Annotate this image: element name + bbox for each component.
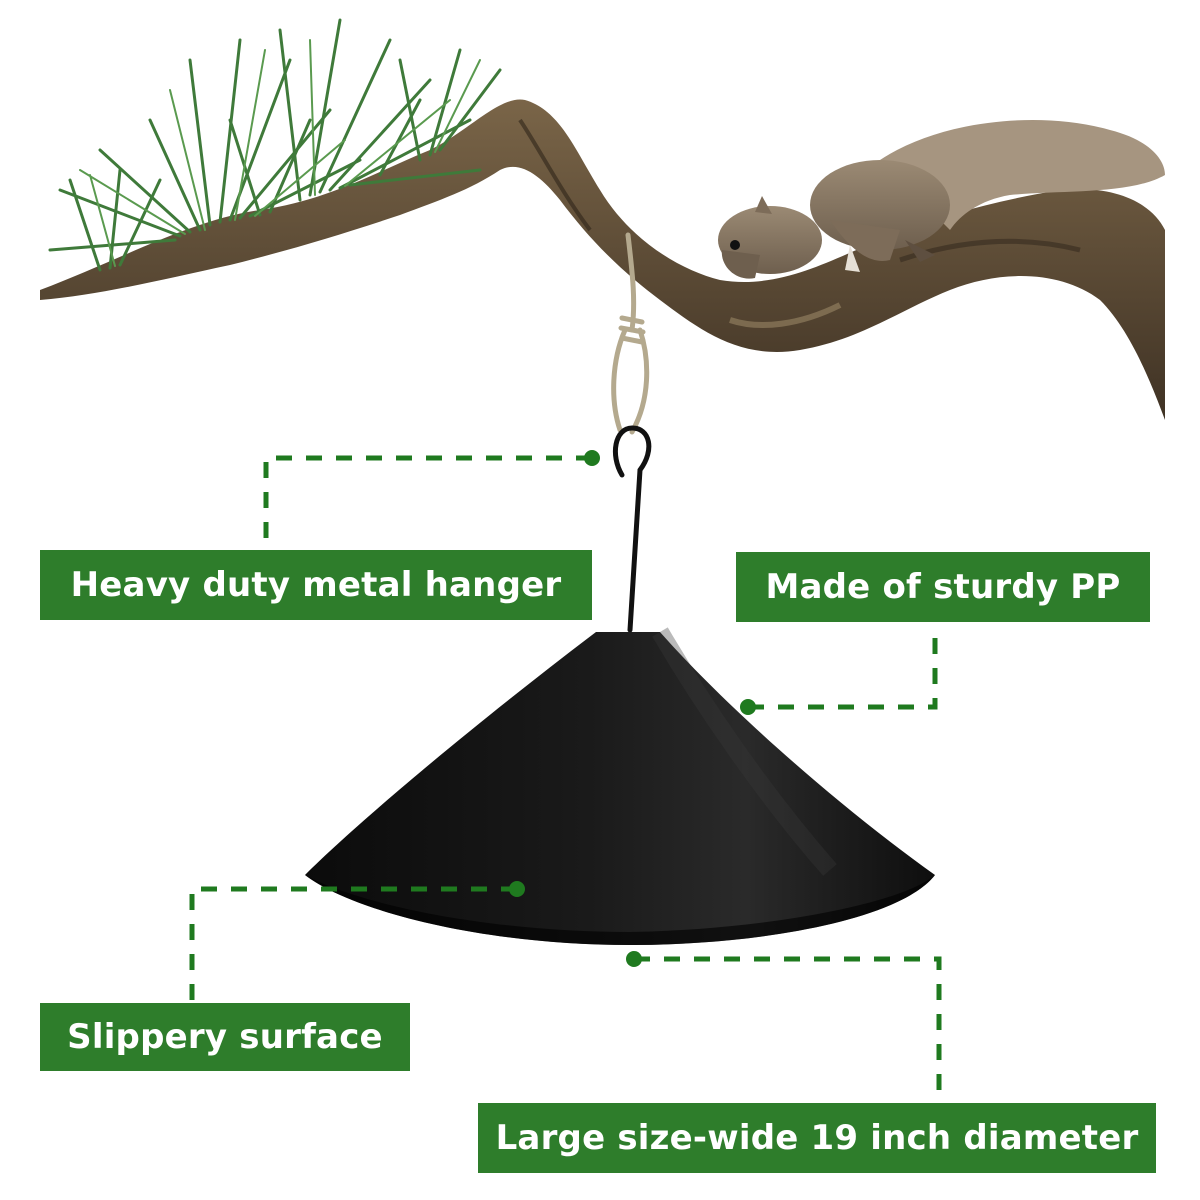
callout-slippery-surface: Slippery surface <box>40 1003 410 1071</box>
leader-line-surface <box>189 886 517 1000</box>
leader-dots <box>509 450 756 967</box>
callout-sturdy-pp: Made of sturdy PP <box>736 552 1150 622</box>
callout-heavy-duty-hanger: Heavy duty metal hanger <box>40 550 592 620</box>
leader-line-size <box>634 956 942 1100</box>
squirrel-illustration <box>718 120 1165 279</box>
pine-branch-illustration <box>40 18 1165 420</box>
leader-line-hanger <box>263 455 592 548</box>
leader-lines <box>189 455 942 1100</box>
baffle-cone-illustration <box>305 627 935 945</box>
rope-illustration <box>611 232 650 435</box>
leader-line-material <box>748 625 938 710</box>
callout-large-size: Large size-wide 19 inch diameter <box>478 1103 1156 1173</box>
hook-icon <box>612 425 652 633</box>
